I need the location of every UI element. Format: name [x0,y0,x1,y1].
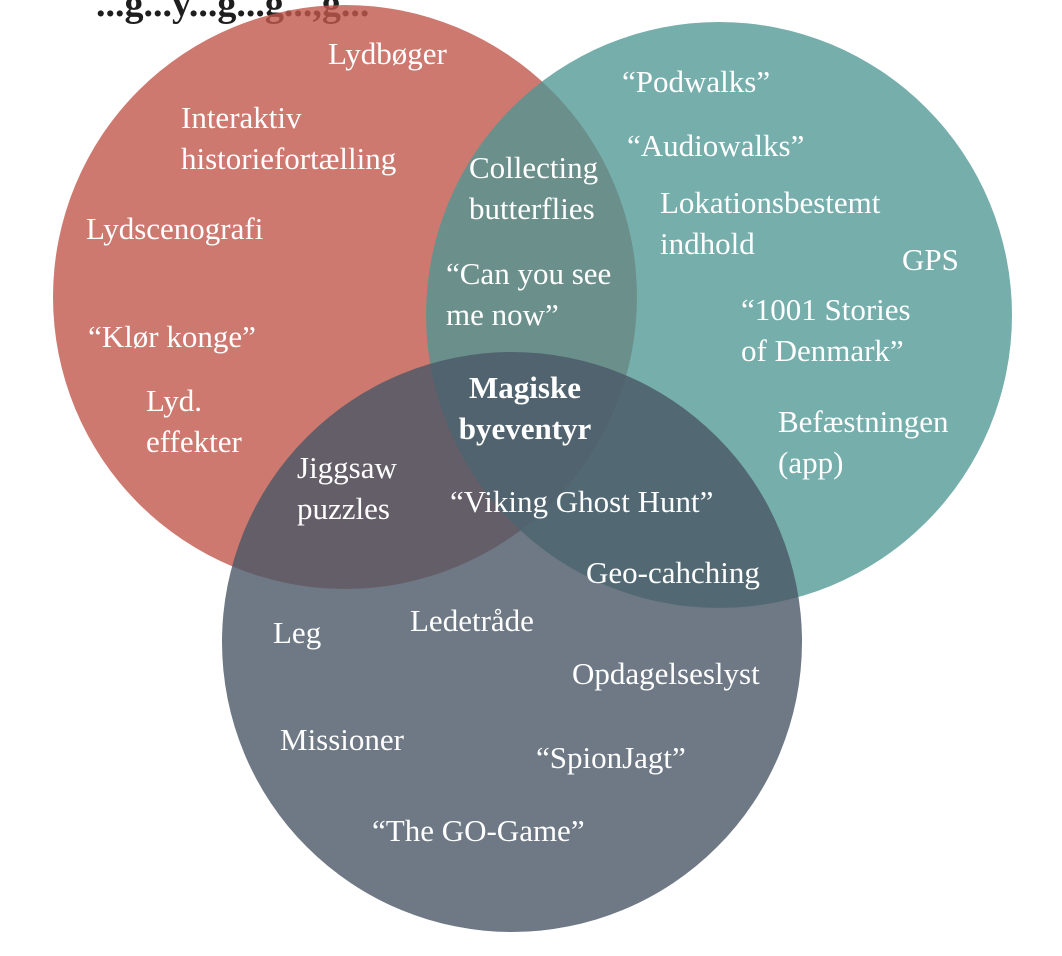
teal-label-1001-stories: “1001 Stories of Denmark” [741,292,911,368]
red-label-lydscenografi: Lydscenografi [86,211,264,246]
overlap-red-teal-collecting-line-1: Collecting [469,150,598,185]
overlap-red-teal-collecting: Collecting butterflies [469,150,598,226]
red-label-lyd-effekter-line-2: effekter [146,424,242,459]
slate-label-leg: Leg [273,615,321,650]
red-label-lydboger: Lydbøger [328,36,447,71]
red-label-interaktiv-line-2: historiefortælling [181,141,396,176]
slate-label-spionjagt-line-1: “SpionJagt” [536,740,686,775]
center-title-magiske-byeventyr: Magiske byeventyr [459,370,592,446]
teal-label-befaestningen-line-1: Befæstningen [778,404,949,439]
red-label-lydscenografi-line-1: Lydscenografi [86,211,264,246]
red-label-klor-konge-line-1: “Klør konge” [88,319,256,354]
slate-label-spionjagt: “SpionJagt” [536,740,686,775]
teal-label-podwalks-line-1: “Podwalks” [622,64,770,99]
center-title-magiske-byeventyr-line-2: byeventyr [459,411,592,446]
slate-label-missioner-line-1: Missioner [280,722,405,757]
overlap-red-teal-can-you-see: “Can you see me now” [446,256,611,332]
red-label-interaktiv-line-1: Interaktiv [181,100,302,135]
teal-label-audiowalks-line-1: “Audiowalks” [627,128,804,163]
red-label-lyd-effekter-line-1: Lyd. [146,383,202,418]
overlap-teal-slate-geo-cahching: Geo-cahching [586,555,760,590]
overlap-teal-slate-geo-cahching-line-1: Geo-cahching [586,555,760,590]
overlap-red-teal-can-you-see-line-2: me now” [446,297,559,332]
teal-label-lokationsbestemt-line-2: indhold [660,226,755,261]
teal-label-befaestningen-line-2: (app) [778,445,843,480]
teal-label-gps-line-1: GPS [902,242,959,277]
circle-slate [222,352,802,932]
slate-label-the-go-game: “The GO-Game” [372,813,585,848]
center-title-magiske-byeventyr-line-1: Magiske [469,370,581,405]
red-label-lydboger-line-1: Lydbøger [328,36,447,71]
red-label-klor-konge: “Klør konge” [88,319,256,354]
slate-label-leg-line-1: Leg [273,615,321,650]
teal-label-podwalks: “Podwalks” [622,64,770,99]
slate-label-missioner: Missioner [280,722,405,757]
center-label-viking-ghost-hunt: “Viking Ghost Hunt” [450,484,713,519]
teal-label-lokationsbestemt: Lokationsbestemt indhold [660,185,881,261]
overlap-red-teal-collecting-line-2: butterflies [469,191,595,226]
teal-label-1001-stories-line-2: of Denmark” [741,333,904,368]
red-label-lyd-effekter: Lyd. effekter [146,383,242,459]
slate-label-ledetraade-line-1: Ledetråde [410,603,534,638]
teal-label-lokationsbestemt-line-1: Lokationsbestemt [660,185,881,220]
overlap-red-slate-jiggsaw: Jiggsaw puzzles [297,450,398,526]
slate-label-ledetraade: Ledetråde [410,603,534,638]
teal-label-befaestningen: Befæstningen (app) [778,404,949,480]
red-label-interaktiv: Interaktiv historiefortælling [181,100,396,176]
overlap-red-slate-jiggsaw-line-1: Jiggsaw [297,450,398,485]
slate-label-opdagelseslyst: Opdagelseslyst [572,656,760,691]
slate-label-opdagelseslyst-line-1: Opdagelseslyst [572,656,760,691]
slate-label-the-go-game-line-1: “The GO-Game” [372,813,585,848]
teal-label-audiowalks: “Audiowalks” [627,128,804,163]
overlap-red-slate-jiggsaw-line-2: puzzles [297,491,390,526]
overlap-red-teal-can-you-see-line-1: “Can you see [446,256,611,291]
teal-label-gps: GPS [902,242,959,277]
teal-label-1001-stories-line-1: “1001 Stories [741,292,911,327]
center-label-viking-ghost-hunt-line-1: “Viking Ghost Hunt” [450,484,713,519]
